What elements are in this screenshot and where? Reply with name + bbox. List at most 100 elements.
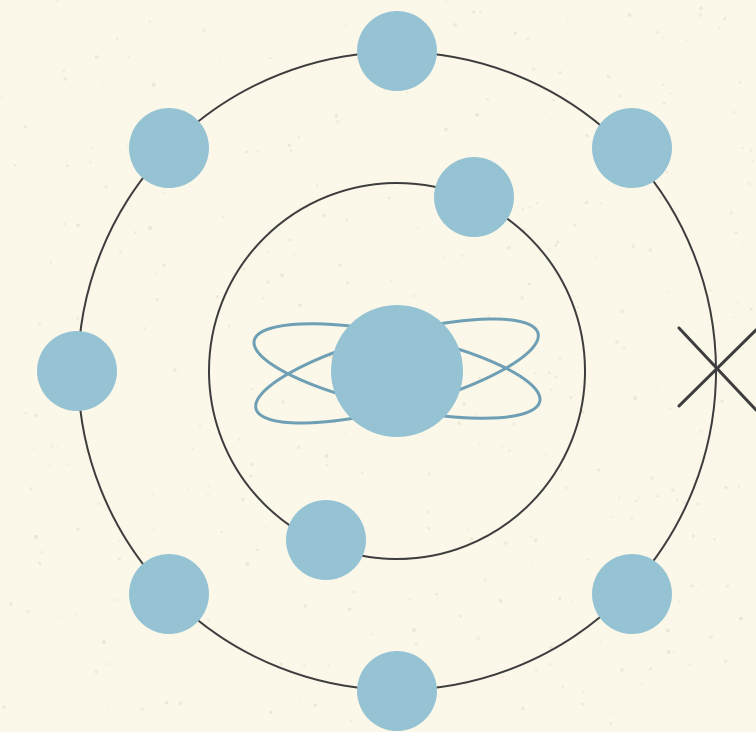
paper-speckle	[297, 136, 300, 139]
paper-speckle	[457, 691, 459, 693]
paper-speckle	[6, 157, 7, 158]
paper-speckle	[34, 414, 37, 417]
paper-speckle	[94, 38, 95, 39]
paper-speckle	[616, 326, 618, 328]
paper-speckle	[33, 448, 35, 450]
paper-speckle	[571, 601, 572, 602]
paper-speckle	[514, 631, 516, 633]
paper-speckle	[119, 250, 122, 253]
paper-speckle	[738, 485, 740, 487]
paper-speckle	[724, 486, 727, 489]
paper-speckle	[587, 558, 589, 560]
paper-speckle	[148, 226, 152, 230]
paper-speckle	[102, 640, 106, 644]
paper-speckle	[620, 309, 624, 313]
paper-speckle	[528, 283, 531, 286]
paper-speckle	[521, 207, 524, 210]
paper-speckle	[699, 13, 703, 17]
paper-speckle	[522, 447, 523, 448]
electron-outer-6	[37, 331, 117, 411]
paper-speckle	[633, 396, 637, 400]
paper-speckle	[678, 601, 680, 603]
paper-speckle	[561, 685, 564, 688]
paper-speckle	[648, 248, 652, 252]
paper-speckle	[143, 327, 146, 330]
paper-speckle	[431, 117, 433, 119]
paper-speckle	[344, 24, 347, 27]
paper-speckle	[435, 593, 438, 596]
paper-speckle	[708, 505, 710, 507]
paper-speckle	[63, 223, 66, 226]
paper-speckle	[238, 438, 241, 441]
paper-speckle	[38, 573, 40, 575]
paper-speckle	[631, 244, 635, 248]
paper-speckle	[76, 528, 80, 532]
paper-speckle	[278, 230, 280, 232]
paper-speckle	[116, 38, 119, 41]
paper-speckle	[600, 642, 602, 644]
paper-speckle	[499, 74, 501, 76]
paper-speckle	[241, 498, 245, 502]
paper-speckle	[290, 150, 293, 153]
paper-speckle	[709, 635, 713, 639]
paper-speckle	[532, 67, 536, 71]
paper-speckle	[735, 231, 738, 234]
paper-speckle	[325, 454, 329, 458]
paper-speckle	[352, 590, 355, 593]
paper-speckle	[736, 301, 739, 304]
paper-speckle	[23, 125, 26, 128]
paper-speckle	[38, 323, 41, 326]
paper-speckle	[427, 527, 430, 530]
paper-speckle	[504, 541, 508, 545]
paper-speckle	[165, 701, 169, 705]
paper-speckle	[713, 538, 716, 541]
paper-speckle	[245, 150, 248, 153]
paper-speckle	[50, 445, 54, 449]
paper-speckle	[544, 455, 546, 457]
paper-speckle	[421, 434, 422, 435]
paper-speckle	[623, 346, 627, 350]
paper-speckle	[350, 720, 352, 722]
paper-speckle	[663, 102, 666, 105]
paper-speckle	[173, 368, 176, 371]
paper-speckle	[412, 628, 416, 632]
paper-speckle	[113, 599, 115, 601]
paper-speckle	[534, 538, 538, 542]
paper-speckle	[559, 357, 562, 360]
paper-speckle	[507, 246, 511, 250]
paper-speckle	[697, 590, 699, 592]
paper-speckle	[723, 17, 726, 20]
paper-speckle	[628, 13, 632, 17]
nucleus	[331, 305, 463, 437]
paper-speckle	[619, 95, 622, 98]
paper-speckle	[336, 120, 339, 123]
paper-speckle	[412, 294, 415, 297]
paper-speckle	[618, 497, 620, 499]
electron-outer-3	[592, 554, 672, 634]
paper-speckle	[498, 313, 499, 314]
paper-speckle	[470, 479, 471, 480]
paper-speckle	[293, 253, 295, 255]
paper-speckle	[512, 422, 516, 426]
paper-speckle	[473, 312, 475, 314]
paper-speckle	[548, 663, 552, 667]
paper-speckle	[239, 212, 240, 213]
paper-speckle	[31, 169, 33, 171]
paper-speckle	[488, 314, 491, 317]
paper-speckle	[742, 348, 744, 350]
paper-speckle	[733, 111, 736, 114]
paper-speckle	[346, 281, 349, 284]
paper-speckle	[461, 254, 464, 257]
paper-speckle	[606, 75, 610, 79]
paper-speckle	[610, 712, 612, 714]
paper-speckle	[371, 633, 374, 636]
paper-speckle	[439, 695, 441, 697]
paper-speckle	[671, 488, 674, 491]
paper-speckle	[696, 503, 699, 506]
paper-speckle	[443, 256, 445, 258]
paper-speckle	[167, 11, 168, 12]
paper-speckle	[529, 206, 531, 208]
paper-speckle	[26, 610, 30, 614]
paper-speckle	[472, 10, 475, 13]
paper-speckle	[752, 160, 755, 163]
